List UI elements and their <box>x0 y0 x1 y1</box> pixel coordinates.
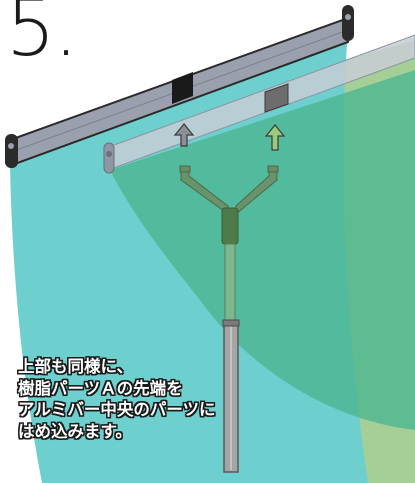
instruction-line: アルミバー中央のパーツに <box>18 400 216 419</box>
back-bar-end-cap <box>103 142 115 174</box>
front-bar-left-cap <box>5 134 18 168</box>
back-screen <box>110 70 415 430</box>
front-bar-right-cap <box>342 5 354 41</box>
instruction-line: はめ込みます。 <box>18 421 132 441</box>
instruction-line: 上部も同様に、 <box>18 357 134 376</box>
front-bar-left-cap-hole <box>8 143 14 149</box>
back-bar-end-cap-hole <box>106 151 112 157</box>
pole-upper <box>224 243 236 325</box>
step-number: 5. <box>6 0 78 74</box>
arrow-up-icon <box>264 124 286 151</box>
instruction-text: 上部も同様に、 樹脂パーツＡの先端を アルミバー中央のパーツに はめ込みます。 <box>18 356 318 442</box>
resin-part-a <box>179 165 279 216</box>
arrow-up-icon <box>173 123 195 147</box>
back-center-part <box>264 83 289 113</box>
resin-sleeve <box>221 207 239 245</box>
pole-joint <box>222 319 240 327</box>
instruction-line: 樹脂パーツＡの先端を <box>18 378 183 398</box>
front-center-part <box>172 72 193 104</box>
front-bar-right-cap-hole <box>345 14 351 20</box>
